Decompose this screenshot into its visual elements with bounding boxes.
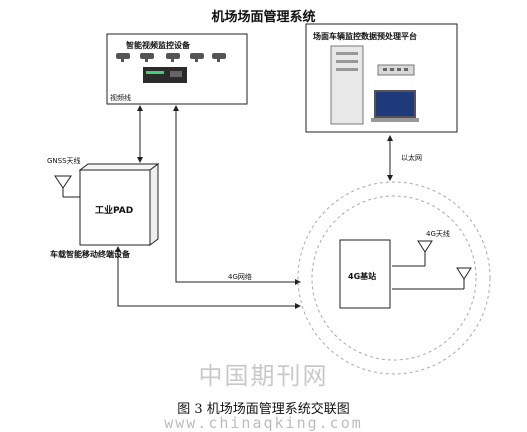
gnss-antenna-icon xyxy=(54,175,80,198)
video-4g-link xyxy=(173,105,301,285)
antenna-4g-icon-2 xyxy=(392,267,472,290)
watermark-cn: 中国期刊网 xyxy=(198,362,329,390)
network-outer-circle xyxy=(297,181,491,375)
base-station-label: 4G基站 xyxy=(348,272,377,281)
pad-label: 工业PAD xyxy=(95,206,134,216)
switch-icon xyxy=(377,64,415,76)
pad-4g-link xyxy=(115,246,301,309)
ethernet-label: 以太网 xyxy=(401,154,422,162)
monitor-icon xyxy=(371,90,419,122)
network-inner-circle xyxy=(311,195,477,361)
antenna-4g-label: 4G天线 xyxy=(426,230,450,238)
platform-label: 场面车辆监控数据预处理平台 xyxy=(313,32,417,41)
network-label: 4G网络 xyxy=(228,273,252,281)
diagram-title: 机场场面管理系统 xyxy=(211,10,316,25)
watermark-url: www.chinaqking.com xyxy=(164,414,363,432)
figure-caption: 图 3 机场场面管理系统交联图 xyxy=(177,402,350,417)
pad-device-icon xyxy=(78,163,160,246)
server-icon xyxy=(330,45,364,125)
gnss-label: GNSS天线 xyxy=(47,157,81,165)
camera-icons xyxy=(116,53,226,62)
video-box-label: 智能视频监控设备 xyxy=(126,41,190,50)
dvr-device-icon xyxy=(143,67,187,83)
video-line-label: 视频线 xyxy=(110,94,131,102)
terminal-label: 车载智能移动终端设备 xyxy=(50,250,130,259)
antenna-4g-icon-1 xyxy=(392,240,433,267)
base-station-box xyxy=(339,239,391,309)
